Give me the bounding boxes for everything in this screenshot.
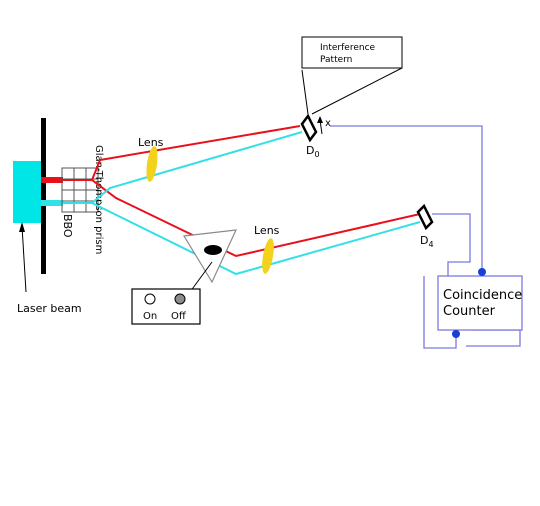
wire-bottom <box>423 276 457 349</box>
red-beam-lower <box>63 179 421 258</box>
lens-top-label: Lens <box>138 136 164 149</box>
switch-on-label: On <box>143 311 157 322</box>
beams <box>63 125 421 276</box>
lens-top: Lens <box>138 136 164 182</box>
lens-bottom: Lens <box>254 224 280 274</box>
lens-bottom-label: Lens <box>254 224 280 237</box>
bbo-label: BBO <box>61 214 74 238</box>
laser-output-red <box>41 177 63 183</box>
eraser-prism <box>183 229 237 293</box>
laser-arrow-head <box>19 222 25 232</box>
counter-node-top <box>478 268 486 276</box>
counter-box <box>437 275 523 331</box>
counter-node-bottom <box>452 330 460 338</box>
detector-d4-shape <box>416 203 434 231</box>
cyan-beam-lower <box>63 202 421 276</box>
interference-pattern-box <box>301 36 403 69</box>
detector-d4: D4 <box>416 203 434 249</box>
on-off-switch[interactable]: On Off <box>131 288 201 325</box>
counter-label-line1: Coincidence <box>443 288 522 303</box>
laser-arrow-line <box>21 225 27 293</box>
switch-off-label: Off <box>171 311 187 322</box>
laser-mirror <box>41 118 46 274</box>
interference-pattern-callout: Interference Pattern <box>301 36 403 115</box>
switch-off-indicator[interactable] <box>174 293 186 305</box>
lens-bottom-shape <box>262 238 274 274</box>
x-marker-label: x <box>325 118 331 129</box>
laser-output-cyan <box>41 200 63 206</box>
detector-d0-label: D0 <box>306 144 320 159</box>
wire-d4 <box>432 213 471 276</box>
laser-source <box>13 118 63 274</box>
lens-top-shape <box>146 146 158 182</box>
switch-on-indicator[interactable] <box>144 293 156 305</box>
laser-block <box>13 161 41 223</box>
switch-panel <box>131 288 201 325</box>
coincidence-counter: Coincidence Counter <box>437 268 523 338</box>
prism-link <box>189 261 213 293</box>
prism-triangle <box>183 229 237 284</box>
wire-d0 <box>330 125 483 272</box>
counter-label-line2: Counter <box>443 304 496 319</box>
detector-d0-shape <box>300 113 318 143</box>
interference-pattern-line2: Pattern <box>320 55 352 65</box>
prism-dot <box>204 245 222 255</box>
detector-d4-label: D4 <box>420 234 434 249</box>
detector-d0: D0 x <box>300 113 331 159</box>
bbo-prism-assembly <box>61 167 99 213</box>
laser-beam-label: Laser beam <box>17 302 82 315</box>
laser-beam-annotation: Laser beam <box>17 222 82 315</box>
interference-pattern-line1: Interference <box>320 43 376 53</box>
glan-thompson-label: Glan-Thompson prism <box>93 145 104 254</box>
wire-bottom-right <box>466 329 521 347</box>
